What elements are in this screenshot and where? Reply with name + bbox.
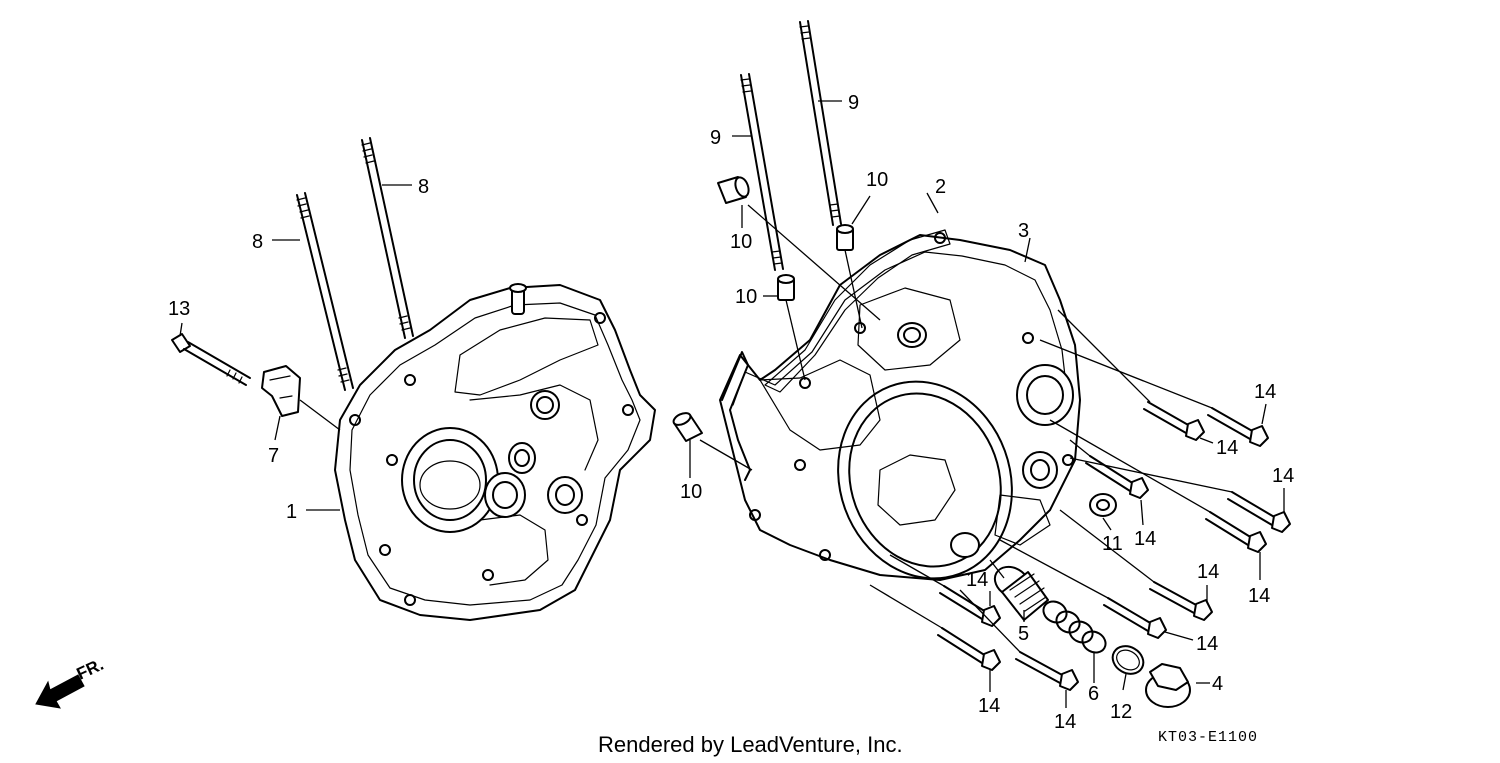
- callout-labels: 1 2 3 4 5 6 7 8 8 9 9 10 10 10 10 11 12 …: [168, 92, 1294, 733]
- flange-bolt-14i: [937, 627, 1001, 671]
- drawing-code: KT03-E1100: [1158, 729, 1258, 746]
- left-crankcase: [334, 283, 656, 621]
- callout-14i: 14: [978, 695, 1000, 717]
- flange-bolt-14d: [1227, 491, 1291, 533]
- dowel-pin-10c: [836, 224, 854, 251]
- callout-10d: 10: [680, 481, 702, 503]
- callout-14d: 14: [1272, 465, 1294, 487]
- callout-14j: 14: [1054, 711, 1076, 733]
- crankcase-gasket: [721, 229, 951, 481]
- callout-6: 6: [1088, 683, 1099, 705]
- oil-seal-11: [1089, 493, 1117, 517]
- stud-bolt-9a: [740, 73, 784, 271]
- front-direction-indicator: FR.: [35, 655, 107, 709]
- flange-bolt-14f: [1149, 581, 1213, 621]
- callout-14g: 14: [1196, 633, 1218, 655]
- callout-14h: 14: [966, 569, 988, 591]
- callout-10a: 10: [866, 169, 888, 191]
- callout-8b: 8: [418, 176, 429, 198]
- callout-4: 4: [1212, 673, 1223, 695]
- flange-bolt-14b: [1207, 407, 1269, 447]
- flange-bolt-14c: [1085, 455, 1149, 499]
- callout-8a: 8: [252, 231, 263, 253]
- right-crankcase: [719, 232, 1081, 581]
- flange-bolt-14j: [1015, 651, 1079, 691]
- o-ring-12: [1111, 645, 1145, 675]
- stud-bolt-8b: [361, 137, 414, 339]
- callout-14e: 14: [1248, 585, 1270, 607]
- callout-14a: 14: [1254, 381, 1276, 403]
- flange-bolt-14e: [1205, 511, 1267, 553]
- callout-14c: 14: [1134, 528, 1156, 550]
- spring-6: [1042, 600, 1107, 654]
- callout-11: 11: [1102, 533, 1123, 555]
- render-credit: Rendered by LeadVenture, Inc.: [598, 732, 903, 757]
- callout-7: 7: [268, 445, 279, 467]
- front-arrow-icon: [35, 674, 85, 709]
- callout-1: 1: [286, 501, 297, 523]
- callout-10b: 10: [730, 231, 752, 253]
- callout-3: 3: [1018, 220, 1029, 242]
- flange-bolt-14h: [939, 585, 1001, 627]
- drain-plug-4: [1145, 663, 1191, 708]
- flange-bolt-14g: [1103, 597, 1167, 639]
- dowel-pin-10a: [717, 176, 750, 204]
- dowel-pin-10b: [777, 274, 795, 301]
- oil-strainer-screen-5: [993, 565, 1049, 621]
- callout-12: 12: [1110, 701, 1132, 723]
- clamp-7: [261, 365, 301, 417]
- callout-14f: 14: [1197, 561, 1219, 583]
- bolt-13: [171, 333, 251, 386]
- callout-2: 2: [935, 176, 946, 198]
- dowel-pin-10d: [672, 412, 703, 442]
- callout-9b: 9: [848, 92, 859, 114]
- leader-lines: [179, 100, 1285, 708]
- stud-bolt-9b: [799, 20, 842, 226]
- callout-9a: 9: [710, 127, 721, 149]
- callout-10c: 10: [735, 286, 757, 308]
- stud-bolt-8a: [296, 192, 354, 391]
- callout-14b: 14: [1216, 437, 1238, 459]
- flange-bolt-14a: [1143, 401, 1205, 441]
- callout-5: 5: [1018, 623, 1029, 645]
- callout-13: 13: [168, 298, 190, 320]
